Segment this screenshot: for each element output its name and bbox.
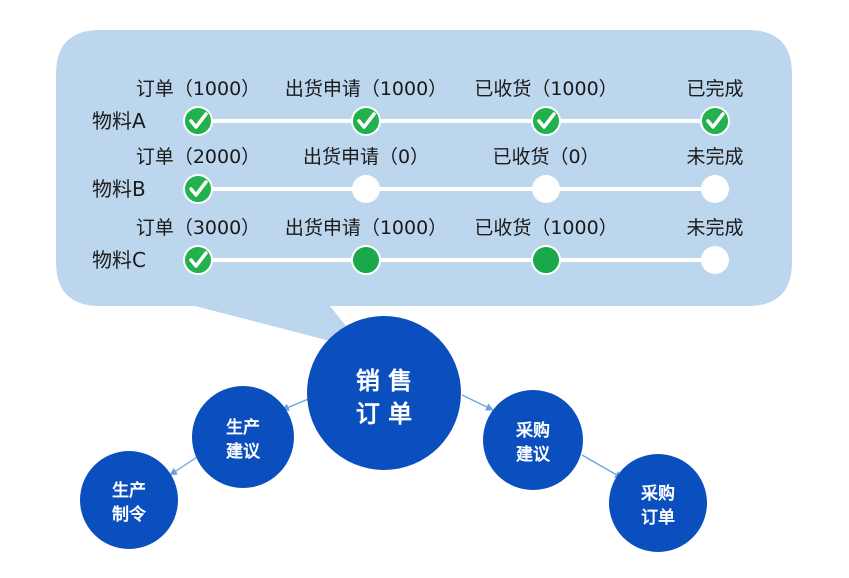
node-purchase-suggestion-line1: 采购	[515, 420, 550, 441]
node-purchase-suggestion-line2: 建议	[516, 444, 551, 465]
node-purchase-order-line2: 订单	[641, 507, 675, 528]
material-name: 物料B	[92, 177, 146, 201]
completion-stage-label: 未完成	[686, 146, 743, 168]
empty-status-dot	[352, 175, 380, 203]
arrow-to-purchase-order	[581, 454, 623, 479]
check-icon	[183, 174, 213, 204]
order-stage-label: 订单（1000）	[136, 78, 260, 100]
check-icon	[531, 106, 561, 136]
shipping-request-stage-label: 出货申请（1000）	[285, 78, 447, 100]
empty-status-dot	[532, 175, 560, 203]
node-purchase-order: 采购 订单	[609, 454, 707, 552]
material-row: 物料A 订单（1000） 出货申请（1000） 已收货（1000） 已完成	[92, 78, 744, 136]
check-icon	[351, 106, 381, 136]
check-icon	[183, 106, 213, 136]
node-production-order-line2: 制令	[112, 504, 147, 525]
arrow-to-purchase-suggestion	[461, 394, 494, 411]
node-production-order: 生产 制令	[80, 451, 178, 549]
filled-status-dot	[531, 245, 561, 275]
node-purchase-order-line1: 采购	[640, 483, 675, 504]
material-name: 物料C	[92, 248, 146, 272]
filled-status-dot	[351, 245, 381, 275]
order-stage-label: 订单（3000）	[136, 217, 260, 239]
completion-stage-label: 未完成	[686, 217, 743, 239]
node-sales-order: 销 售 订 单	[307, 316, 461, 470]
material-row: 物料C 订单（3000） 出货申请（1000） 已收货（1000） 未完成	[92, 217, 744, 275]
shipping-request-stage-label: 出货申请（1000）	[285, 217, 447, 239]
material-name: 物料A	[92, 109, 146, 133]
node-production-order-line1: 生产	[112, 480, 146, 501]
node-purchase-suggestion: 采购 建议	[483, 390, 583, 490]
node-sales-order-line1: 销 售	[356, 367, 412, 395]
material-row: 物料B 订单（2000） 出货申请（0） 已收货（0） 未完成	[92, 146, 744, 204]
order-stage-label: 订单（2000）	[136, 146, 260, 168]
shipping-request-stage-label: 出货申请（0）	[303, 146, 429, 168]
check-icon	[700, 106, 730, 136]
received-stage-label: 已收货（0）	[492, 146, 599, 168]
node-production-suggestion: 生产 建议	[192, 386, 294, 488]
node-sales-order-line2: 订 单	[356, 400, 412, 428]
arrow-to-production-order	[169, 454, 201, 476]
empty-status-dot	[701, 246, 729, 274]
empty-status-dot	[701, 175, 729, 203]
received-stage-label: 已收货（1000）	[474, 78, 617, 100]
completion-stage-label: 已完成	[686, 78, 743, 100]
node-production-suggestion-line1: 生产	[226, 417, 260, 438]
check-icon	[183, 245, 213, 275]
received-stage-label: 已收货（1000）	[474, 217, 617, 239]
node-production-suggestion-line2: 建议	[226, 441, 261, 462]
